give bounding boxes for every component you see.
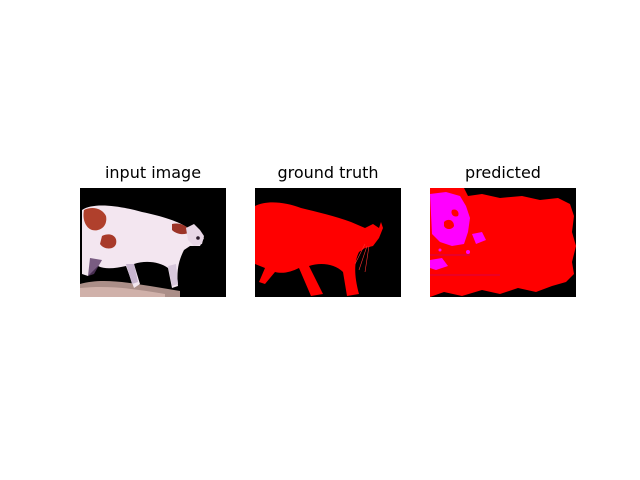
predicted-title: predicted	[465, 163, 541, 182]
ground-truth-panel	[255, 188, 401, 297]
predicted-panel	[430, 188, 576, 297]
predicted-mask	[430, 188, 576, 297]
ground-truth-title: ground truth	[277, 163, 379, 182]
input-image-cat-photo	[80, 188, 226, 297]
input-image-panel	[80, 188, 226, 297]
input-image-title: input image	[104, 163, 202, 182]
ground-truth-mask	[255, 188, 401, 297]
